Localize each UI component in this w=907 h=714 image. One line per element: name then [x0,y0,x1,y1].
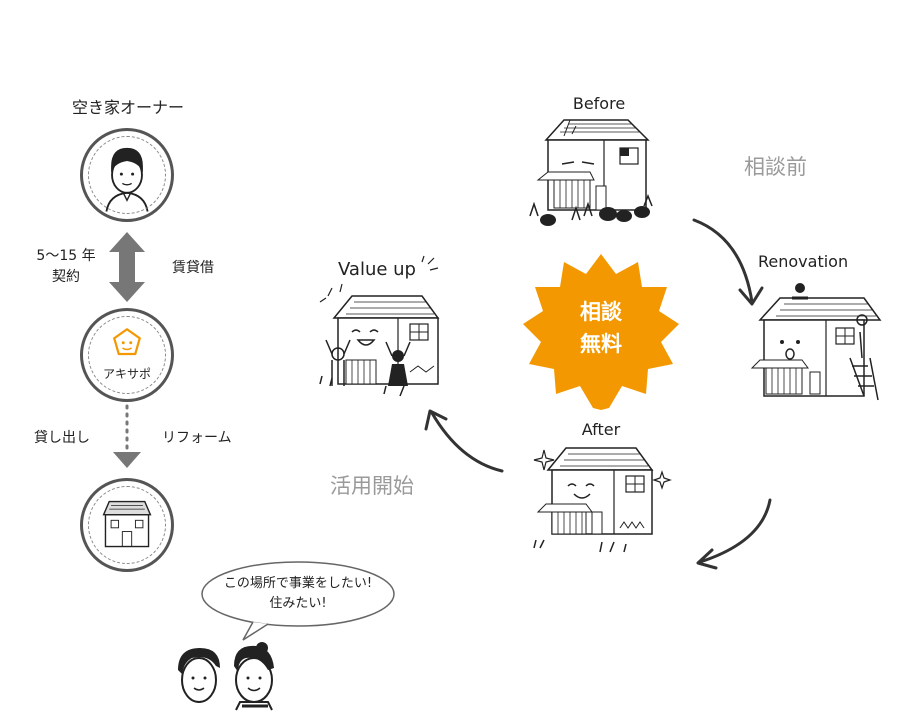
house-circle [80,478,174,572]
renovation-label: Renovation [758,252,849,271]
cycle-arrow-1-icon [692,218,764,306]
badge-line1: 相談 [580,300,622,324]
people-icon [178,642,274,711]
owner-circle [80,128,174,222]
akisapo-logo-icon [113,328,141,356]
badge-line2: 無料 [580,332,622,356]
renovation-house-icon [750,283,882,401]
pre-consult-label: 相談前 [744,155,807,179]
free-consultation-badge [523,254,679,410]
before-label: Before [572,94,626,113]
flow-dotted-arrow-icon [113,404,141,468]
contract-years: 5〜15 年 [36,248,96,264]
owner-title: 空き家オーナー [71,98,184,117]
value-up-house-icon [319,255,440,397]
bubble-line1: この場所で事業をしたい! [223,576,373,591]
cycle-arrow-3-icon [424,409,504,473]
badge-star-shape [523,254,679,410]
akisapo-name: アキサポ [102,367,151,381]
bubble-line2: 住みたい! [269,596,327,611]
value-up-label: Value up [338,259,416,280]
lend-label: 貸し出し [34,430,90,446]
after-label: After [581,420,621,439]
cycle-arrow-2-icon [696,498,772,570]
contract-double-arrow-icon [109,232,145,302]
reform-label: リフォーム [162,430,232,446]
speech-bubble [201,561,395,641]
start-use-label: 活用開始 [330,474,414,498]
contract-label: 契約 [52,269,80,285]
before-house-icon [529,119,653,226]
owner-face-icon [105,147,149,212]
house-icon [102,500,152,548]
akisapo-circle: アキサポ [80,308,174,402]
lease-label: 賃貸借 [172,260,214,276]
after-house-icon [533,447,672,553]
